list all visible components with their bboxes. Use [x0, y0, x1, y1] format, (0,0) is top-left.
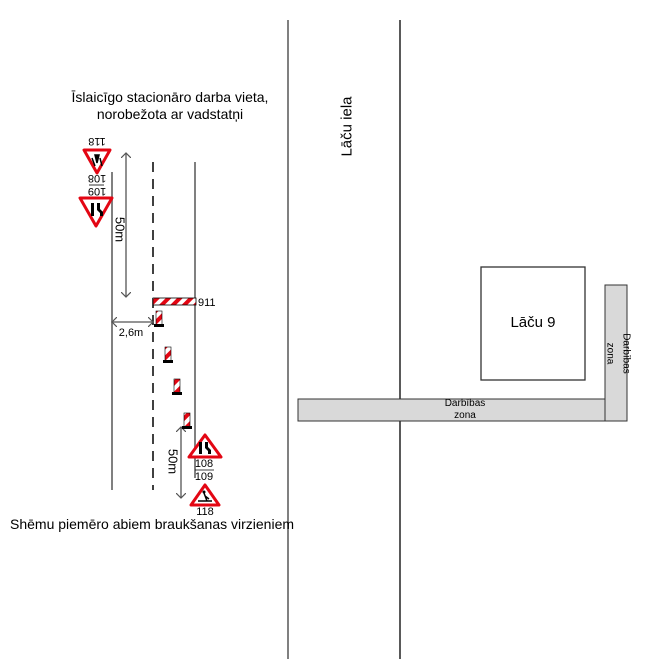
barrier-911 — [152, 297, 197, 306]
delineator-post-4 — [182, 412, 192, 429]
lower-sign-108-number: 108 — [194, 458, 214, 470]
lateral-width-label: 2,6m — [118, 327, 144, 339]
lower-distance-label: 50m — [165, 448, 181, 475]
title-line-2: norobežota ar vadstatņi — [96, 106, 244, 122]
work-zone-vertical-line-2: zona — [604, 342, 616, 365]
upper-sign-118-inverted — [82, 148, 112, 175]
work-zone-vertical — [604, 284, 628, 422]
building-label: Lāču 9 — [510, 314, 556, 331]
work-zone-vertical-line-1: Darbības — [620, 333, 632, 374]
lower-sign-109-number: 109 — [194, 471, 214, 483]
barrier-number: 911 — [198, 297, 216, 309]
work-zone-horizontal-line-2: zona — [454, 410, 476, 421]
caption: Shēmu piemēro abiem braukšanas virzienie… — [10, 516, 295, 532]
delineator-post-3 — [172, 378, 182, 395]
building-lacu-9 — [480, 266, 586, 381]
title-line-1: Īslaicīgo stacionāro darba vieta, — [71, 89, 269, 105]
lower-sign-108 — [187, 433, 223, 459]
upper-sign-109-number: 109 — [87, 185, 107, 197]
lower-sign-118-number: 118 — [196, 506, 214, 518]
scheme-road-lines — [111, 162, 196, 490]
upper-distance-label: 50m — [112, 216, 128, 243]
delineator-post-1 — [154, 310, 164, 327]
upper-sign-118-number: 118 — [88, 135, 106, 147]
lower-sign-118 — [189, 483, 221, 507]
delineator-posts — [154, 310, 192, 429]
lacu-street-edges — [287, 20, 401, 659]
upper-sign-108-inverted — [78, 196, 114, 228]
upper-sign-108-number: 108 — [87, 172, 107, 184]
street-name: Lāču iela — [338, 96, 356, 157]
delineator-post-2 — [163, 346, 173, 363]
work-zone-horizontal-line-1: Darbības — [444, 398, 486, 409]
